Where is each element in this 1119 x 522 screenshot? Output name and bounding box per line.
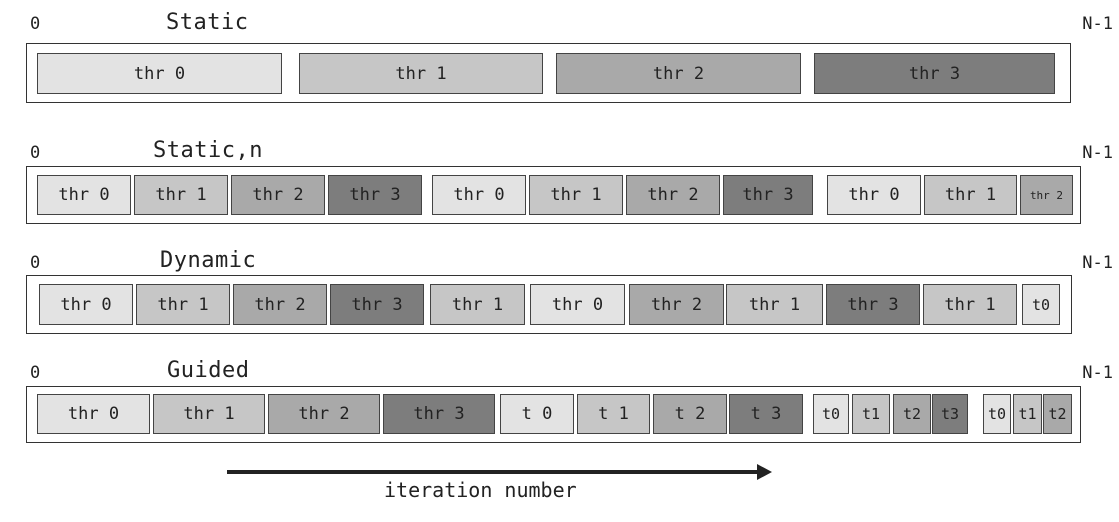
schedule-title: Static,n (153, 138, 263, 163)
iteration-chunk-block: thr 3 (814, 53, 1055, 94)
iteration-chunk-block: thr 3 (723, 175, 813, 215)
iteration-chunk-block: t 2 (653, 394, 727, 434)
arrow-label: iteration number (384, 478, 577, 502)
iteration-chunk-block: thr 0 (827, 175, 921, 215)
iteration-chunk-block: t1 (1013, 394, 1042, 434)
range-end-label: N-1 (1082, 143, 1113, 163)
range-start-label: 0 (30, 253, 41, 273)
iteration-chunk-block: t 0 (500, 394, 574, 434)
iteration-chunk-block: t3 (932, 394, 968, 434)
iteration-chunk-block: thr 3 (826, 284, 920, 325)
iteration-chunk-block: t 3 (729, 394, 803, 434)
iteration-chunk-block: thr 2 (233, 284, 327, 325)
iteration-chunk-block: thr 1 (136, 284, 230, 325)
range-start-label: 0 (30, 14, 41, 34)
range-start-label: 0 (30, 363, 41, 383)
iteration-chunk-block: thr 1 (299, 53, 543, 94)
iteration-chunk-block: thr 1 (726, 284, 823, 325)
iteration-chunk-block: thr 3 (383, 394, 495, 434)
iteration-chunk-block: t 1 (577, 394, 650, 434)
iteration-chunk-block: thr 0 (37, 394, 150, 434)
iteration-chunk-block: thr 3 (328, 175, 422, 215)
range-end-label: N-1 (1082, 363, 1113, 383)
iteration-chunk-block: thr 1 (924, 175, 1017, 215)
iteration-chunk-block: t1 (852, 394, 890, 434)
iteration-chunk-block: thr 1 (430, 284, 525, 325)
iteration-direction-arrow (227, 464, 772, 480)
iteration-chunk-block: t2 (1043, 394, 1072, 434)
iteration-chunk-block: thr 1 (134, 175, 228, 215)
range-end-label: N-1 (1082, 253, 1113, 273)
iteration-chunk-block: thr 2 (626, 175, 720, 215)
iteration-chunk-block: thr 0 (39, 284, 133, 325)
iteration-chunk-block: thr 0 (530, 284, 625, 325)
iteration-chunk-block: thr 3 (330, 284, 424, 325)
iteration-chunk-block: thr 1 (529, 175, 623, 215)
iteration-chunk-block: thr 1 (923, 284, 1017, 325)
iteration-chunk-block: thr 2 (268, 394, 380, 434)
schedule-title: Static (166, 10, 249, 35)
iteration-chunk-block: thr 2 (556, 53, 801, 94)
iteration-chunk-block: thr 0 (432, 175, 526, 215)
iteration-chunk-block: t0 (983, 394, 1011, 434)
iteration-chunk-block: t0 (813, 394, 849, 434)
range-end-label: N-1 (1082, 14, 1113, 34)
iteration-chunk-block: thr 2 (629, 284, 724, 325)
iteration-chunk-block: thr 0 (37, 53, 282, 94)
iteration-chunk-block: t0 (1022, 284, 1060, 325)
iteration-chunk-block: thr 0 (37, 175, 131, 215)
schedule-title: Dynamic (160, 248, 257, 273)
iteration-chunk-block: thr 1 (153, 394, 265, 434)
iteration-chunk-block: t2 (893, 394, 931, 434)
schedule-title: Guided (167, 358, 250, 383)
iteration-chunk-block: thr 2 (231, 175, 325, 215)
schedule-row-static: 0 Static N-1 thr 0 thr 1 thr 2 thr 3 (0, 0, 1119, 110)
range-start-label: 0 (30, 143, 41, 163)
iteration-chunk-block: thr 2 (1020, 175, 1073, 215)
